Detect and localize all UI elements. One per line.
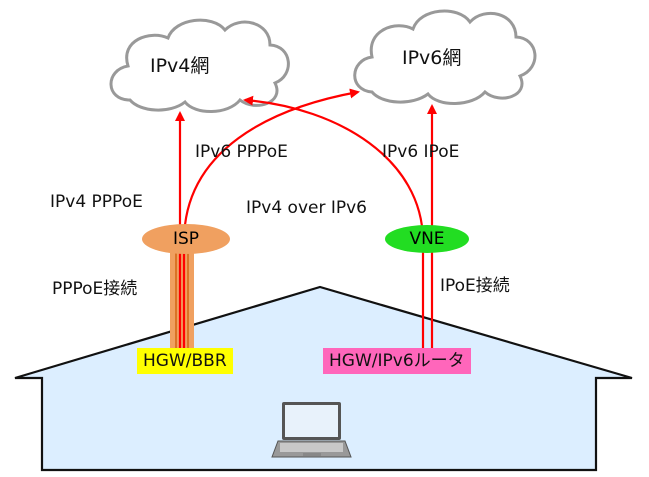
ipoe-connection-label: IPoE接続	[440, 276, 510, 296]
vne-node	[385, 225, 469, 253]
isp-label: ISP	[172, 229, 200, 249]
hgw-ipv6-router-box: HGW/IPv6ルータ	[323, 348, 471, 374]
ipv6-pppoe-arrow	[182, 88, 360, 348]
ipv4-pppoe-label: IPv4 PPPoE	[50, 192, 143, 212]
ipv6-cloud-label: IPv6網	[402, 47, 462, 69]
pppoe-connection-label: PPPoE接続	[52, 279, 138, 299]
ipv6-ipoe-label: IPv6 IPoE	[382, 142, 460, 162]
ipv6-cloud-icon	[353, 9, 537, 105]
house-shape	[14, 285, 633, 472]
ipv6-pppoe-label: IPv6 PPPoE	[195, 142, 288, 162]
ipv4-cloud-label: IPv4網	[150, 55, 210, 77]
laptop-icon	[271, 402, 352, 458]
ipv4-over-ipv6-label: IPv4 over IPv6	[246, 198, 368, 218]
vne-label: VNE	[409, 229, 445, 249]
ipv4-over-ipv6-arrow	[243, 95, 425, 348]
hgw-bbr-box: HGW/BBR	[137, 348, 233, 374]
pppoe-tube	[170, 240, 194, 348]
ipv4-cloud-icon	[109, 18, 290, 113]
isp-node	[142, 224, 230, 254]
